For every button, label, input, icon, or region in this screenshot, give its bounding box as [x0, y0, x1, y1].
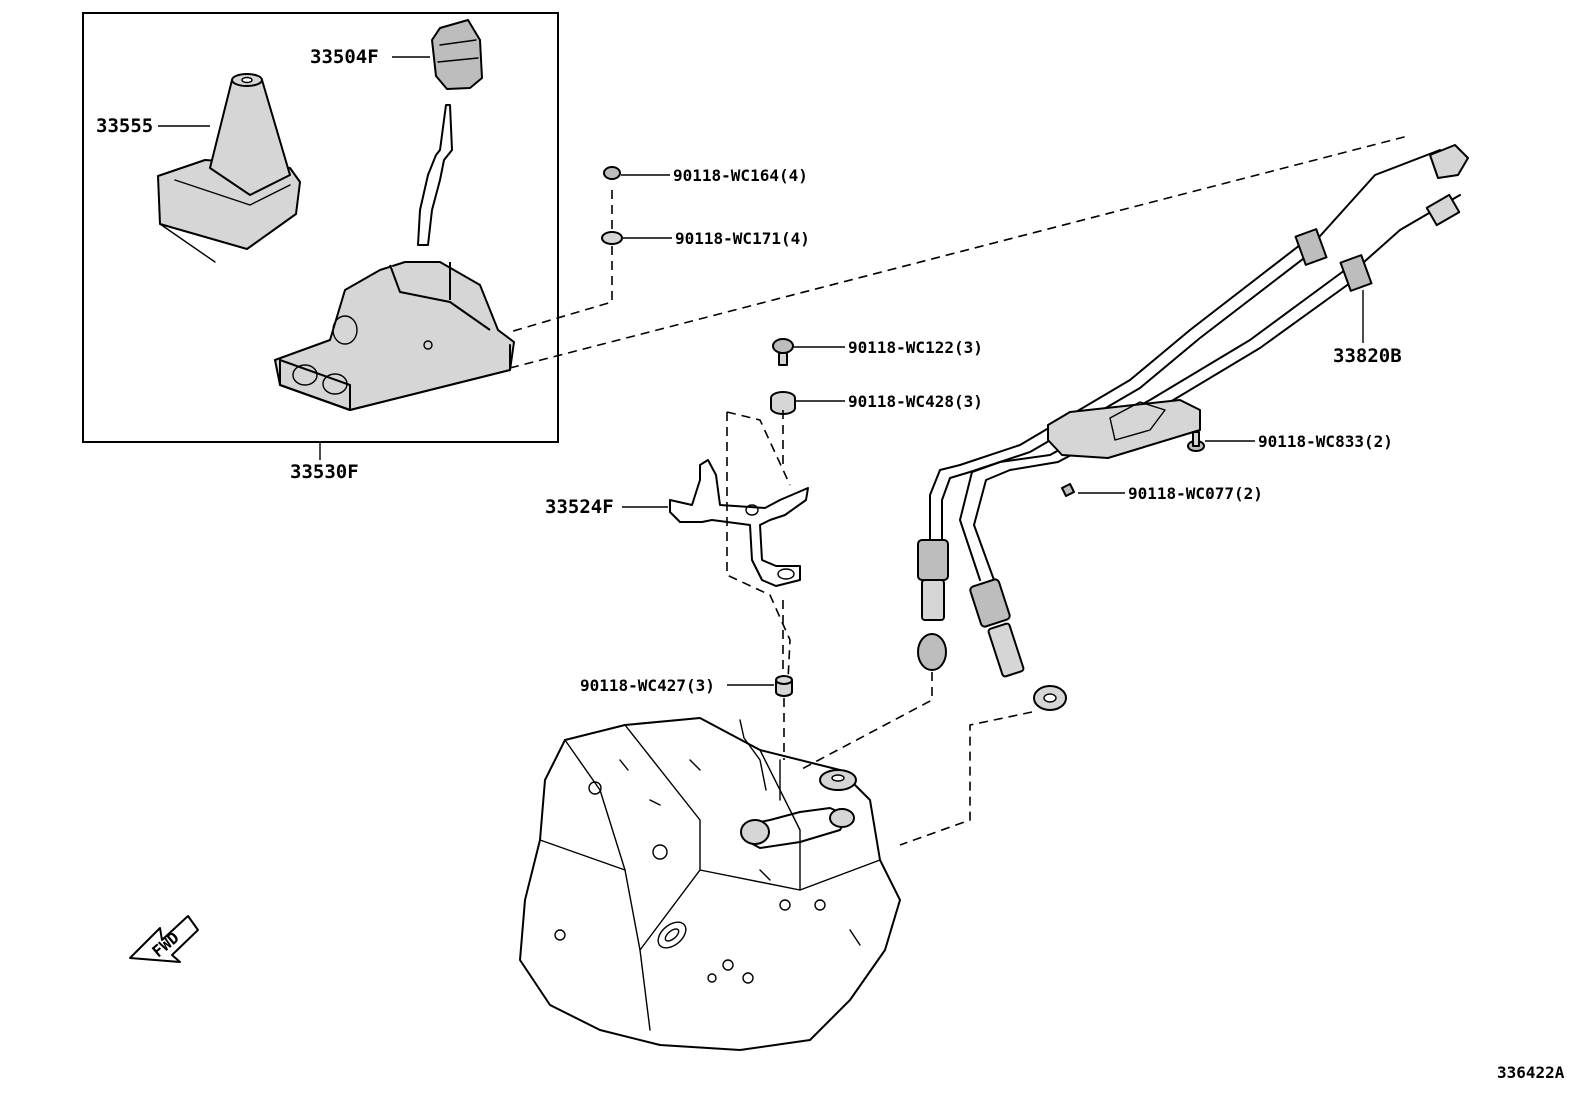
callout-boot: 33555: [96, 115, 153, 137]
callout-clip-wc077: 90118-WC077(2): [1128, 484, 1263, 503]
shift-cable-assy[interactable]: [917, 144, 1469, 711]
callout-shift-lever-assy: 33530F: [290, 461, 359, 483]
dash-nut-to-housing: [509, 190, 613, 333]
bracket-33524f[interactable]: [669, 459, 809, 587]
bushing-wc428[interactable]: [770, 391, 796, 415]
callout-bracket: 33524F: [545, 496, 614, 518]
callout-knob: 33504F: [310, 46, 379, 68]
nut-wc164[interactable]: [603, 166, 621, 180]
shift-boot[interactable]: [157, 73, 301, 263]
dash-cable-to-trans-2: [899, 711, 1033, 846]
fwd-label: FWD: [148, 928, 182, 961]
clip-wc077[interactable]: [1061, 483, 1075, 497]
callout-nut-wc164: 90118-WC164(4): [673, 166, 808, 185]
transaxle[interactable]: [519, 717, 901, 1051]
callout-cable-assy: 33820B: [1333, 345, 1402, 367]
dash-bracket-outline: [726, 410, 791, 681]
callout-collar-wc427: 90118-WC427(3): [580, 676, 715, 695]
washer-wc171[interactable]: [601, 231, 623, 245]
dash-housing-to-cable-end: [509, 135, 1409, 369]
assembly-frame: [82, 12, 559, 443]
dash-cable-to-trans-1: [799, 672, 933, 771]
callout-bushing-wc428: 90118-WC428(3): [848, 392, 983, 411]
callout-washer-wc171: 90118-WC171(4): [675, 229, 810, 248]
bolt-wc833[interactable]: [1187, 431, 1205, 452]
figure-code: 336422A: [1497, 1063, 1565, 1082]
collar-wc427[interactable]: [775, 675, 793, 697]
fwd-direction-arrow: FWD: [129, 915, 199, 963]
bolt-wc122[interactable]: [772, 338, 794, 366]
callout-bolt-wc122: 90118-WC122(3): [848, 338, 983, 357]
shift-knob[interactable]: [431, 19, 483, 90]
shift-lever-housing[interactable]: [274, 104, 515, 411]
callout-bolt-wc833: 90118-WC833(2): [1258, 432, 1393, 451]
